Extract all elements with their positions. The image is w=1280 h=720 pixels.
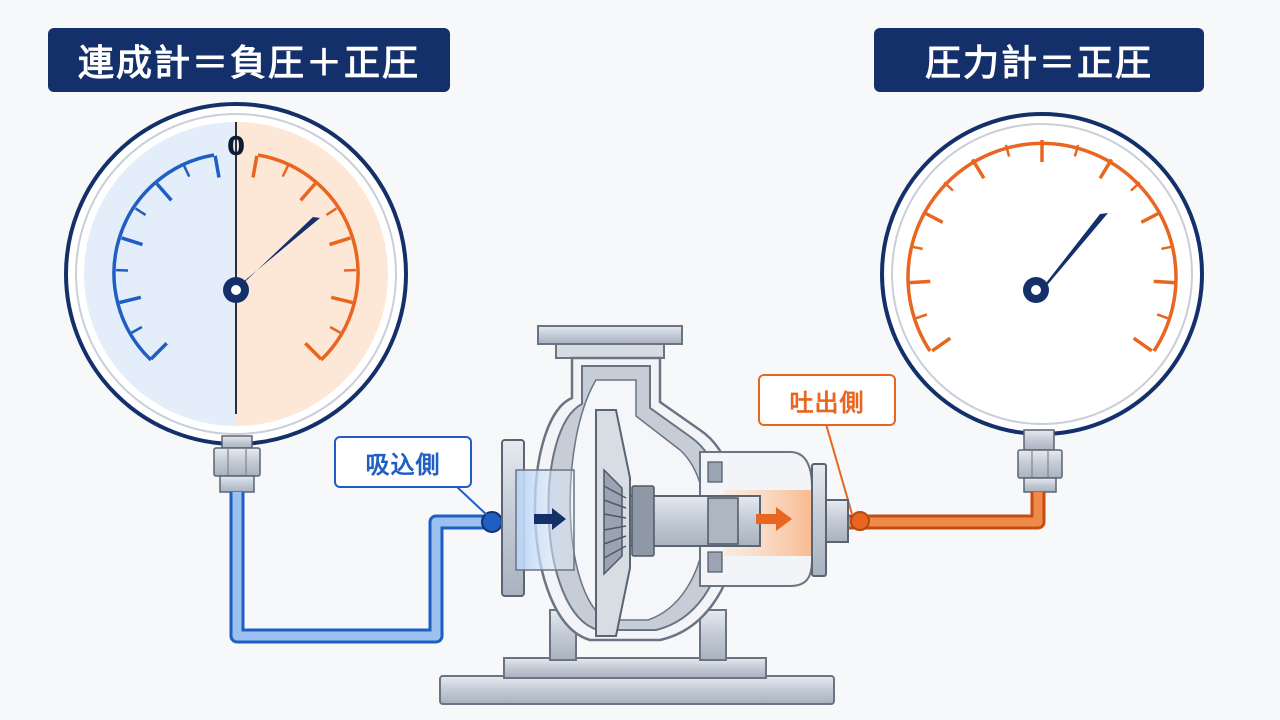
pressure-gauge-face [891, 123, 1193, 425]
compound-gauge-title: 連成計＝負圧＋正圧 [48, 28, 450, 92]
gauge-tick [119, 295, 142, 305]
gauge-tick [970, 158, 986, 180]
gauge-tick [130, 325, 143, 334]
discharge-pipe [846, 492, 1043, 527]
shaft-collar [631, 485, 655, 557]
positive-scale-arc [257, 153, 360, 362]
gauge-tick [1073, 144, 1080, 157]
gauge-tick [304, 342, 323, 361]
gauge-tick [1130, 181, 1141, 192]
gauge-tick [329, 325, 342, 334]
discharge-nozzle [825, 499, 849, 543]
top-flange [537, 325, 683, 345]
bearing-top [707, 461, 723, 483]
gauge-tick [915, 313, 928, 320]
discharge-flange [811, 463, 827, 577]
gauge-tick [908, 279, 931, 285]
impeller [595, 409, 631, 637]
discharge-side-callout: 吐出側 [758, 374, 896, 426]
negative-scale-arc [112, 153, 215, 362]
compound-gauge-needle [223, 217, 320, 303]
pump-base-plate [439, 675, 835, 705]
top-flange-neck [555, 343, 665, 359]
gauge-tick [149, 342, 168, 361]
pressure-gauge [880, 112, 1204, 493]
suction-flow-arrow [534, 508, 566, 530]
gauge-tick [299, 182, 317, 202]
pressure-gauge-title: 圧力計＝正圧 [874, 28, 1204, 92]
gauge-tick [328, 236, 351, 247]
shaft-seal [707, 497, 739, 545]
gauge-tick [251, 155, 259, 178]
gauge-tick [213, 155, 221, 178]
positive-pressure-zone [236, 122, 388, 426]
pump-base-block [503, 657, 767, 679]
gauge-tick [1156, 313, 1169, 320]
gauge-tick [943, 181, 954, 192]
suction-callout-leader [455, 485, 489, 517]
gauge-tick [1161, 245, 1174, 251]
gauge-tick [182, 165, 191, 178]
discharge-tap-point [850, 511, 870, 531]
negative-pressure-zone [84, 122, 236, 426]
suction-tap-point [481, 511, 503, 533]
gauge-tick [931, 336, 952, 353]
gauge-tick [121, 236, 144, 247]
pump [439, 325, 849, 705]
positive-scale-ticks [251, 155, 356, 361]
discharge-flow-arrow [756, 507, 792, 531]
gauge-tick [134, 207, 147, 217]
gauge-tick [1132, 336, 1153, 353]
gauge-tick [1004, 144, 1011, 157]
suction-side-callout: 吸込側 [334, 436, 472, 488]
suction-pipe-outline [229, 492, 494, 644]
negative-scale-ticks [116, 155, 221, 361]
pump-foot-right [699, 609, 727, 661]
gauge-tick [281, 165, 290, 178]
gauge-tick [330, 295, 353, 305]
gauge-tick [910, 245, 923, 251]
gauge-tick [1140, 210, 1162, 224]
gauge-tick [1098, 158, 1114, 180]
gauge-tick [155, 182, 173, 202]
suction-pipe [232, 492, 494, 641]
zero-mark-label: 0 [226, 132, 246, 162]
gauge-tick [325, 207, 338, 217]
gauge-tick [1153, 279, 1176, 285]
pressure-gauge-needle [1023, 213, 1108, 303]
bearing-bottom [707, 551, 723, 573]
pressure-scale-ticks [908, 140, 1176, 353]
compound-gauge [64, 102, 408, 493]
gauge-tick [922, 210, 944, 224]
pressure-gauge-fitting [1017, 429, 1063, 493]
